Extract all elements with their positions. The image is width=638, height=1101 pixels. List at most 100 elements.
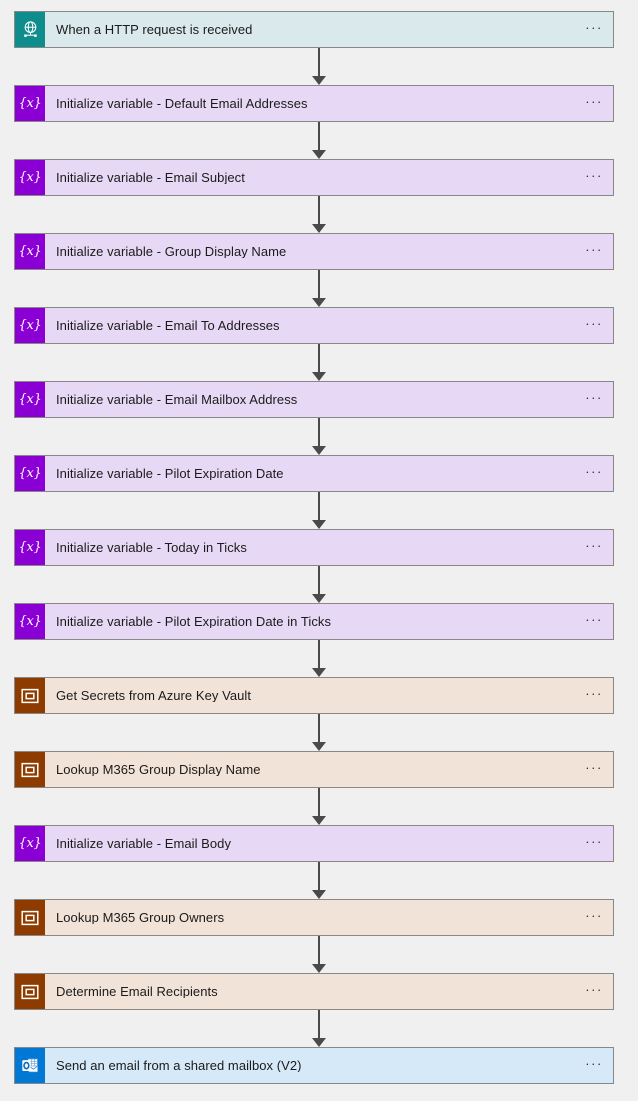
node-overflow-menu-icon[interactable]: ··· [585,538,603,553]
flow-node[interactable]: Determine Email Recipients··· [14,973,614,1010]
variable-braces-icon: {x} [18,170,42,185]
node-overflow-menu-icon[interactable]: ··· [585,464,603,479]
node-title: Initialize variable - Today in Ticks [56,541,247,554]
node-body[interactable]: Lookup M365 Group Display Name··· [45,752,613,787]
variable-braces-icon: {x} [18,244,42,259]
node-body[interactable]: Initialize variable - Email To Addresses… [45,308,613,343]
node-overflow-menu-icon[interactable]: ··· [585,760,603,775]
node-icon-block [15,1048,45,1083]
node-overflow-menu-icon[interactable]: ··· [585,168,603,183]
flow-node[interactable]: Lookup M365 Group Owners··· [14,899,614,936]
node-icon-block: {x} [15,86,45,121]
node-overflow-menu-icon[interactable]: ··· [585,390,603,405]
node-body[interactable]: Initialize variable - Group Display Name… [45,234,613,269]
connector-arrowhead-icon [312,816,326,825]
node-icon-block [15,752,45,787]
flow-node[interactable]: Get Secrets from Azure Key Vault ··· [14,677,614,714]
node-body[interactable]: Get Secrets from Azure Key Vault ··· [45,678,613,713]
connector-line [318,862,320,891]
node-body[interactable]: Initialize variable - Default Email Addr… [45,86,613,121]
node-title: Initialize variable - Email To Addresses [56,319,280,332]
flow-node[interactable]: Lookup M365 Group Display Name··· [14,751,614,788]
node-icon-block [15,974,45,1009]
node-overflow-menu-icon[interactable]: ··· [585,94,603,109]
node-overflow-menu-icon[interactable]: ··· [585,316,603,331]
node-icon-block: {x} [15,234,45,269]
node-overflow-menu-icon[interactable]: ··· [585,834,603,849]
node-body[interactable]: Lookup M365 Group Owners··· [45,900,613,935]
connector-arrowhead-icon [312,1038,326,1047]
globe-network-icon [21,20,40,39]
node-body[interactable]: Initialize variable - Email Mailbox Addr… [45,382,613,417]
node-body[interactable]: When a HTTP request is received··· [45,12,613,47]
variable-braces-icon: {x} [18,540,42,555]
connector-line [318,48,320,77]
node-body[interactable]: Initialize variable - Today in Ticks ··· [45,530,613,565]
outlook-icon [21,1056,40,1075]
connector-line [318,122,320,151]
flow-node[interactable]: {x}Initialize variable - Group Display N… [14,233,614,270]
connector-line [318,936,320,965]
node-body[interactable]: Initialize variable - Email Body ··· [45,826,613,861]
node-title: Initialize variable - Email Mailbox Addr… [56,393,298,406]
node-title: Initialize variable - Email Body [56,837,232,850]
node-body[interactable]: Initialize variable - Pilot Expiration D… [45,604,613,639]
node-title: Initialize variable - Group Display Name [56,245,287,258]
variable-braces-icon: {x} [18,318,42,333]
connector-line [318,1010,320,1039]
node-overflow-menu-icon[interactable]: ··· [585,1056,603,1071]
flow-node[interactable]: When a HTTP request is received··· [14,11,614,48]
node-overflow-menu-icon[interactable]: ··· [585,242,603,257]
connector-arrowhead-icon [312,668,326,677]
connector-arrowhead-icon [312,964,326,973]
connector-line [318,566,320,595]
connector-arrowhead-icon [312,594,326,603]
node-icon-block [15,12,45,47]
flow-node[interactable]: {x}Initialize variable - Pilot Expiratio… [14,455,614,492]
variable-braces-icon: {x} [18,96,42,111]
node-overflow-menu-icon[interactable]: ··· [585,982,603,997]
flow-node[interactable]: Send an email from a shared mailbox (V2)… [14,1047,614,1084]
node-body[interactable]: Determine Email Recipients··· [45,974,613,1009]
node-body[interactable]: Initialize variable - Pilot Expiration D… [45,456,613,491]
connector-arrowhead-icon [312,890,326,899]
flow-node[interactable]: {x} Initialize variable - Email Subject ··… [14,159,614,196]
node-icon-block [15,900,45,935]
connector-arrowhead-icon [312,742,326,751]
connector-arrowhead-icon [312,298,326,307]
connector-line [318,344,320,373]
connector-arrowhead-icon [312,520,326,529]
node-icon-block: {x} [15,160,45,195]
variable-braces-icon: {x} [18,836,42,851]
flow-node[interactable]: {x} Initialize variable - Today in Ticks ·… [14,529,614,566]
flow-node[interactable]: {x} Initialize variable - Email Mailbox A… [14,381,614,418]
compose-box-icon [21,687,39,705]
flow-node[interactable]: {x} Initialize variable - Email Body ··· [14,825,614,862]
connector-arrowhead-icon [312,76,326,85]
flow-node[interactable]: {x}Initialize variable - Default Email A… [14,85,614,122]
node-overflow-menu-icon[interactable]: ··· [585,612,603,627]
node-overflow-menu-icon[interactable]: ··· [585,686,603,701]
connector-arrowhead-icon [312,150,326,159]
node-body[interactable]: Initialize variable - Email Subject ··· [45,160,613,195]
node-body[interactable]: Send an email from a shared mailbox (V2)… [45,1048,613,1083]
node-icon-block: {x} [15,308,45,343]
node-title: Initialize variable - Pilot Expiration D… [56,467,284,480]
node-icon-block: {x} [15,382,45,417]
compose-box-icon [21,983,39,1001]
node-overflow-menu-icon[interactable]: ··· [585,908,603,923]
connector-line [318,418,320,447]
node-title: Get Secrets from Azure Key Vault [56,689,251,702]
node-title: Initialize variable - Email Subject [56,171,245,184]
connector-line [318,788,320,817]
connector-line [318,714,320,743]
node-title: Initialize variable - Pilot Expiration D… [56,615,331,628]
node-icon-block: {x} [15,826,45,861]
connector-arrowhead-icon [312,224,326,233]
node-overflow-menu-icon[interactable]: ··· [585,20,603,35]
flow-node[interactable]: {x}Initialize variable - Email To Addres… [14,307,614,344]
connector-arrowhead-icon [312,372,326,381]
flow-node[interactable]: {x}Initialize variable - Pilot Expiratio… [14,603,614,640]
variable-braces-icon: {x} [18,392,42,407]
